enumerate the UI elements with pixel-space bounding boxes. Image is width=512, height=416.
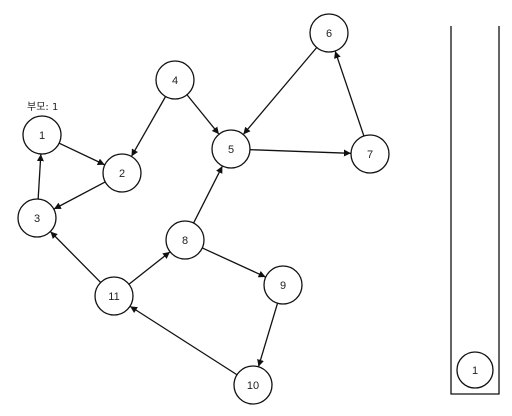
edge-4-to-2 <box>131 96 167 157</box>
node-label: 9 <box>280 280 286 292</box>
node-5: 5 <box>211 129 251 169</box>
nodes-layer: 1 2 3 4 5 6 7 8 9 10 11 <box>17 13 390 405</box>
node-circle <box>233 365 273 405</box>
node-circle <box>211 129 251 169</box>
node-1: 1 <box>22 115 62 155</box>
node-label: 3 <box>34 213 40 225</box>
node-3: 3 <box>17 198 57 238</box>
node-7: 7 <box>350 134 390 174</box>
node-9: 9 <box>263 265 303 305</box>
node-label: 6 <box>326 28 332 40</box>
node-label: 1 <box>39 130 45 142</box>
node-label: 11 <box>108 291 119 303</box>
node-circle <box>309 13 349 53</box>
node-circle <box>17 198 57 238</box>
edge-8-to-5 <box>192 166 223 224</box>
node-label: 2 <box>119 168 125 180</box>
edge-7-to-6 <box>334 51 365 137</box>
node-label: 8 <box>182 235 188 247</box>
edge-8-to-9 <box>201 247 266 278</box>
node-10: 10 <box>233 365 273 405</box>
node-2: 2 <box>102 153 142 193</box>
node-circle <box>350 134 390 174</box>
edge-11-to-3 <box>50 231 102 283</box>
stack-container: 1 <box>450 26 500 395</box>
node-label: 5 <box>228 144 234 156</box>
node-circle <box>263 265 303 305</box>
node-circle <box>165 220 205 260</box>
edge-11-to-8 <box>128 251 171 285</box>
stack-items: 1 <box>456 351 494 389</box>
node-circle <box>155 60 195 100</box>
node-circle <box>102 153 142 193</box>
node-11: 11 <box>94 276 134 316</box>
node-circle <box>22 115 62 155</box>
edge-9-to-10 <box>257 303 279 367</box>
node-label: 4 <box>172 75 178 87</box>
node-4: 4 <box>155 60 195 100</box>
node-label: 7 <box>367 149 373 161</box>
parent-annotation: 부모: 1 <box>27 102 58 113</box>
node-6: 6 <box>309 13 349 53</box>
edge-1-to-2 <box>58 142 105 166</box>
edge-6-to-5 <box>243 47 318 135</box>
edge-4-to-5 <box>186 94 220 135</box>
edge-5-to-7 <box>249 149 351 157</box>
node-8: 8 <box>165 220 205 260</box>
edge-10-to-11 <box>130 305 238 376</box>
edge-2-to-3 <box>53 181 106 210</box>
stack-item: 1 <box>456 351 494 389</box>
stack-item-label: 1 <box>472 365 478 377</box>
stack-wall <box>450 26 500 395</box>
node-circle <box>94 276 134 316</box>
stack-item-circle <box>456 351 494 389</box>
edges-layer <box>36 47 365 376</box>
edge-3-to-1 <box>36 154 44 200</box>
node-label: 10 <box>247 380 259 392</box>
